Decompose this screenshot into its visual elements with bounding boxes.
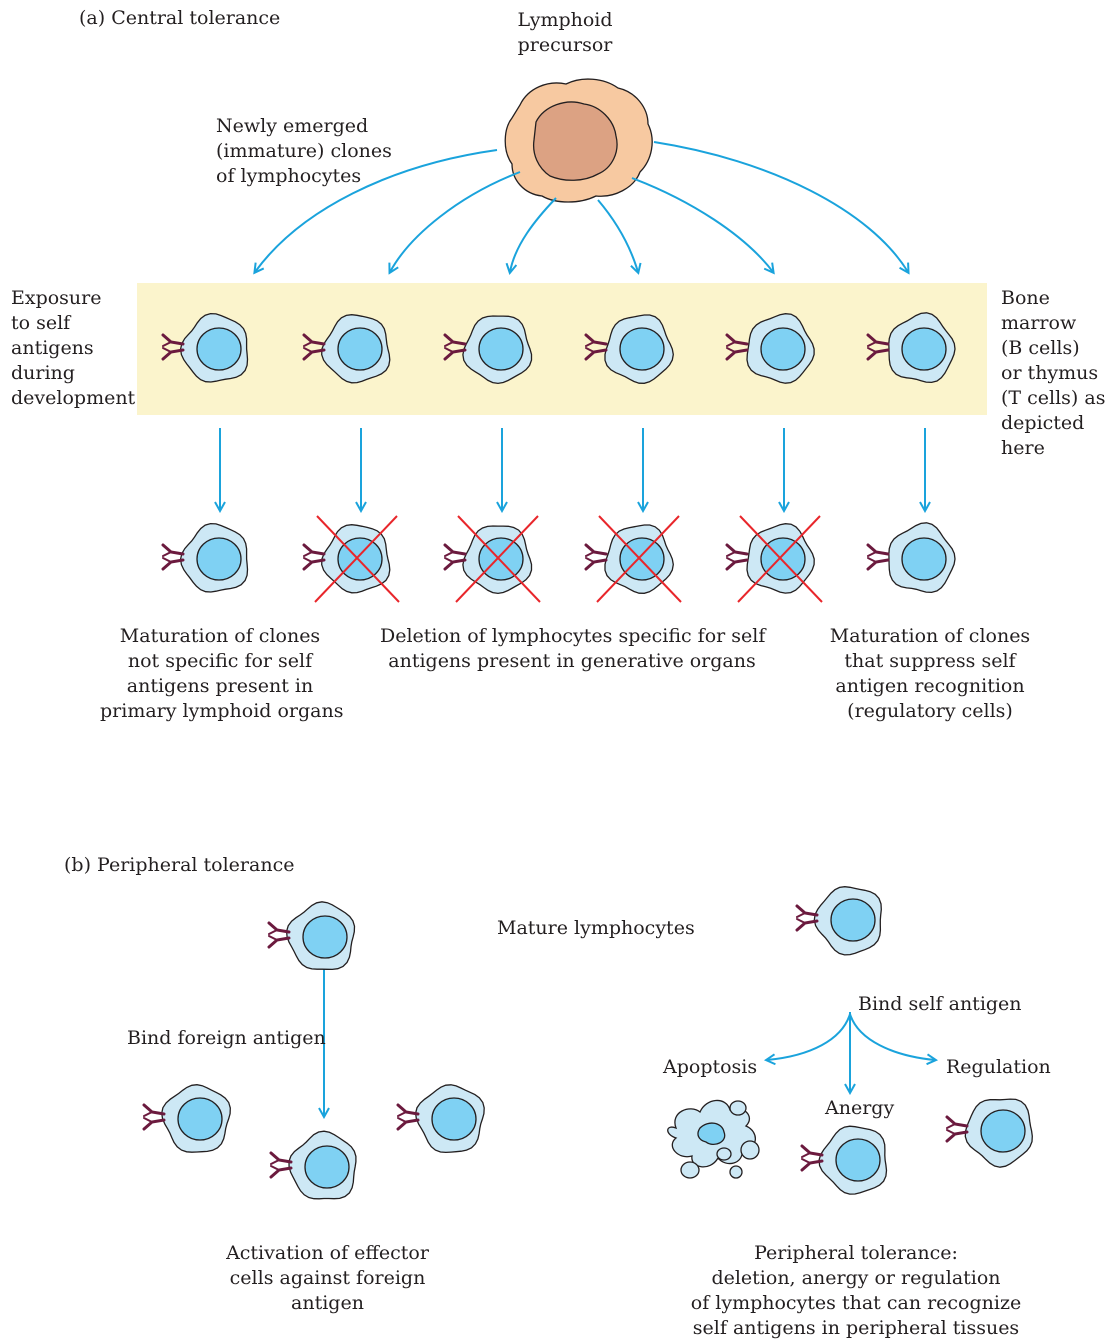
- antigen-receptor: [866, 543, 890, 571]
- deletion-cross: [737, 515, 823, 603]
- antigen-receptor: [945, 1115, 969, 1143]
- maturation-arrows: [220, 428, 925, 510]
- regulation-label: Regulation: [946, 1056, 1051, 1078]
- band-lymphocyte-2: [302, 314, 391, 384]
- mature-lymphocyte-self: [795, 886, 882, 956]
- antigen-receptor: [161, 333, 185, 361]
- peripheral-tolerance-heading: (b) Peripheral tolerance: [64, 854, 295, 876]
- cell-nucleus: [196, 327, 242, 371]
- effector-cell-right: [396, 1084, 485, 1154]
- antigen-receptor: [302, 333, 326, 361]
- anergic-cell: [800, 1125, 888, 1195]
- bind-foreign-label: Bind foreign antigen: [127, 1027, 326, 1049]
- band-lymphocyte-3: [443, 315, 533, 385]
- lymphocyte-cells: [142, 312, 1033, 1200]
- generative-organ-band: [137, 283, 987, 415]
- antigen-receptor: [302, 543, 326, 571]
- arrow-to-clone-1: [255, 149, 498, 272]
- arrow-to-clone-6: [653, 141, 908, 272]
- antigen-receptor: [396, 1103, 420, 1131]
- antigen-receptor: [161, 543, 185, 571]
- anergy-label: Anergy: [825, 1097, 895, 1119]
- central-tolerance-heading: (a) Central tolerance: [79, 7, 281, 29]
- cell-nucleus: [478, 327, 524, 371]
- antigen-receptor: [443, 333, 467, 361]
- band-lymphocyte-4: [584, 314, 674, 384]
- antigen-receptor: [725, 543, 749, 571]
- apoptotic-cell-fragments: [667, 1099, 760, 1179]
- bind-self-label: Bind self antigen: [858, 993, 1022, 1015]
- peripheral-tolerance-label: Peripheral tolerance:deletion, anergy or…: [690, 1242, 1022, 1339]
- arrow-apoptosis: [767, 1013, 851, 1060]
- antigen-receptor: [142, 1103, 166, 1131]
- deletion-cross: [596, 515, 682, 603]
- lymphoid-precursor-cell: [504, 78, 653, 203]
- antigen-receptor: [725, 333, 749, 361]
- peripheral-arrows: [324, 962, 935, 1116]
- deletion-cross: [314, 515, 400, 603]
- cell-nucleus: [196, 537, 242, 581]
- arrow-regulation: [849, 1013, 935, 1060]
- outcome-lymphocyte-2: [302, 515, 400, 603]
- arrow-to-clone-5: [631, 177, 773, 272]
- cell-nucleus: [302, 915, 348, 959]
- outcome-lymphocyte-5: [725, 515, 823, 603]
- outcome-lymphocyte-4: [584, 515, 682, 603]
- cell-nucleus: [901, 327, 947, 371]
- antigen-receptor: [269, 1151, 293, 1179]
- deletion-cross: [455, 515, 541, 603]
- regulatory-cell: [945, 1098, 1033, 1168]
- antigen-receptor: [267, 921, 291, 949]
- cell-nucleus: [431, 1097, 477, 1141]
- antigen-receptor: [584, 333, 608, 361]
- cell-nucleus: [830, 898, 876, 942]
- mature-lymphocytes-label: Mature lymphocytes: [497, 917, 695, 939]
- emergence-arrows: [255, 141, 908, 272]
- antigen-receptor: [866, 333, 890, 361]
- antigen-receptor: [584, 543, 608, 571]
- cell-nucleus: [177, 1097, 223, 1141]
- effector-cell-center: [269, 1130, 357, 1200]
- band-lymphocyte-5: [725, 313, 815, 384]
- arrow-to-clone-2: [390, 171, 521, 272]
- cell-nucleus: [835, 1138, 881, 1182]
- deletion-label: Deletion of lymphocytes specific for sel…: [380, 625, 766, 672]
- cell-nucleus: [304, 1145, 350, 1189]
- band-lymphocyte-6: [866, 312, 956, 384]
- antigen-receptor: [800, 1144, 824, 1172]
- cell-nucleus: [619, 327, 665, 371]
- cell-nucleus: [337, 327, 383, 371]
- antigen-receptor: [443, 543, 467, 571]
- mature-lymphocyte-foreign: [267, 901, 356, 971]
- antigen-receptor: [795, 904, 819, 932]
- arrow-to-clone-4: [597, 199, 638, 272]
- outcome-lymphocyte-6: [866, 522, 956, 594]
- apoptosis-label: Apoptosis: [663, 1056, 758, 1078]
- outcome-lymphocyte-3: [443, 515, 541, 603]
- arrow-to-clone-3: [510, 197, 557, 272]
- band-lymphocyte-1: [161, 312, 249, 383]
- outcome-lymphocyte-1: [161, 522, 249, 593]
- cell-nucleus: [980, 1109, 1026, 1153]
- cell-nucleus: [760, 327, 806, 371]
- cell-nucleus: [901, 537, 947, 581]
- effector-cell-left: [142, 1084, 231, 1153]
